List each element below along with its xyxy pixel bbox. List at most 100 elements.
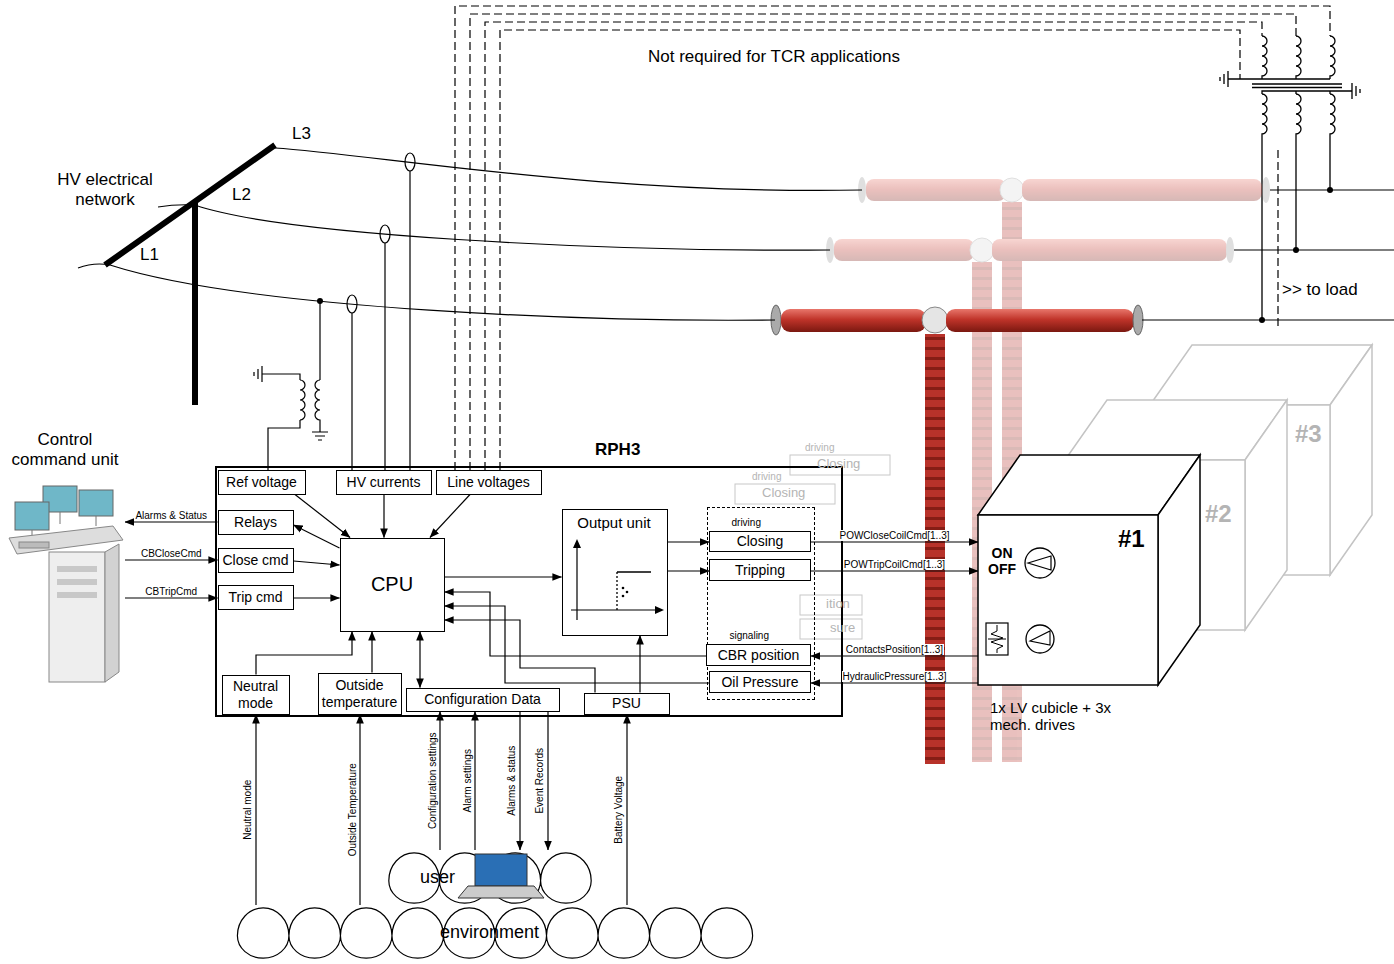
connector bbox=[668, 570, 710, 571]
coil bbox=[1330, 94, 1335, 190]
process-box: Closing bbox=[709, 531, 811, 552]
node-label: Closing bbox=[737, 533, 784, 549]
connector bbox=[639, 636, 640, 693]
vt-coil bbox=[300, 380, 305, 420]
ghost-box bbox=[790, 455, 890, 475]
hv-lines bbox=[78, 145, 1394, 470]
desk bbox=[9, 526, 123, 554]
annotation: driving bbox=[752, 471, 781, 483]
process-box: Close cmd bbox=[218, 548, 294, 573]
current-transformer bbox=[380, 225, 390, 243]
coil bbox=[1330, 36, 1335, 79]
cabinet bbox=[49, 552, 105, 682]
dot bbox=[317, 298, 323, 304]
annotation: >> to load bbox=[1282, 280, 1358, 300]
node-label: Tripping bbox=[735, 562, 785, 578]
node-label: #1 bbox=[1118, 525, 1145, 553]
process-box: Neutral mode bbox=[222, 675, 290, 715]
node-label: user bbox=[420, 867, 455, 888]
connector bbox=[445, 576, 562, 577]
core bbox=[1252, 84, 1342, 88]
chart-axis bbox=[571, 546, 657, 620]
coil-icon bbox=[986, 623, 1008, 655]
process-box: Oil Pressure bbox=[709, 671, 811, 693]
node-label: RPH3 bbox=[595, 440, 640, 460]
t-head bbox=[970, 238, 994, 262]
connector bbox=[294, 561, 340, 565]
dot bbox=[1293, 247, 1299, 253]
ground-symbol bbox=[1220, 71, 1228, 87]
process-box: PSU bbox=[584, 693, 670, 715]
dot bbox=[1327, 187, 1333, 193]
connector bbox=[811, 655, 978, 656]
cube-front bbox=[1065, 460, 1245, 630]
current-transformer bbox=[347, 295, 357, 313]
monitor bbox=[79, 490, 113, 516]
vt-lead bbox=[262, 374, 300, 470]
interrupter bbox=[1022, 179, 1262, 201]
cube-side bbox=[1158, 455, 1200, 685]
node-label: Control command unit bbox=[5, 430, 125, 469]
node-shape bbox=[380, 850, 600, 906]
connector bbox=[430, 495, 470, 538]
process-box: CBR position bbox=[706, 644, 811, 666]
signal-name: Configuration settings bbox=[426, 731, 438, 830]
annotation: ition bbox=[826, 597, 850, 612]
connector bbox=[125, 559, 218, 560]
lv-cubicle: ON OFF#11x LV cubicle + 3x mech. drives bbox=[978, 455, 1200, 685]
connector bbox=[359, 715, 360, 906]
signal-name: Outside Temperature bbox=[346, 762, 358, 857]
chart-dot bbox=[621, 594, 624, 597]
flange bbox=[1262, 177, 1270, 203]
node-label: CPU bbox=[371, 573, 413, 596]
wire-l1 bbox=[78, 264, 775, 320]
coil bbox=[1296, 94, 1301, 250]
interrupter bbox=[992, 239, 1227, 261]
cube-front bbox=[978, 515, 1158, 685]
vt-lead bbox=[319, 301, 320, 380]
node-label: Outside temperature bbox=[321, 677, 399, 709]
drive-slot bbox=[57, 592, 97, 598]
pole-column bbox=[925, 334, 945, 764]
signal-name: CBCloseCmd bbox=[140, 548, 203, 560]
signal-name: Alarms & Status bbox=[134, 510, 208, 522]
annotation: Closing bbox=[817, 457, 860, 472]
signal-name: POWCloseCoilCmd[1..3] bbox=[838, 530, 950, 542]
signal-name: HydraulicPressure[1..3] bbox=[842, 671, 948, 683]
pressure-gauge bbox=[1026, 625, 1054, 653]
node-label: #2 bbox=[1205, 500, 1232, 528]
interrupter bbox=[946, 309, 1134, 332]
current-transformer bbox=[405, 153, 415, 171]
switch-dial bbox=[1025, 548, 1055, 578]
dial-needle bbox=[1028, 556, 1051, 570]
cloud-shape bbox=[389, 853, 591, 903]
connector bbox=[371, 632, 372, 673]
dashed-vt-lines bbox=[455, 6, 1330, 470]
connector bbox=[295, 495, 350, 538]
connector bbox=[419, 632, 420, 688]
connector bbox=[474, 712, 475, 851]
junction-dots bbox=[317, 187, 1333, 323]
device-box: RPH3Ref voltageHV currentsLine voltagesR… bbox=[215, 466, 843, 717]
node-label: 1x LV cubicle + 3x mech. drives bbox=[990, 699, 1130, 734]
annotation: sure bbox=[830, 621, 855, 636]
signal-name: CBTripCmd bbox=[144, 586, 198, 598]
signal-name: Battery Voltage bbox=[613, 775, 625, 845]
process-box: Tripping bbox=[709, 559, 811, 581]
drive-slot bbox=[57, 566, 97, 572]
t-head bbox=[922, 307, 948, 333]
chart-dot bbox=[621, 586, 624, 589]
node-label: signaling bbox=[730, 630, 769, 642]
connector bbox=[439, 712, 440, 851]
drive-slot bbox=[57, 579, 97, 585]
annotation: L1 bbox=[140, 245, 159, 265]
io-group: drivingsignalingClosingTrippingCBR posit… bbox=[707, 507, 815, 700]
signal-name: Neutral mode bbox=[243, 779, 255, 841]
node-label: #3 bbox=[1295, 420, 1322, 448]
annotation: Not required for TCR applications bbox=[648, 47, 900, 67]
connector bbox=[125, 597, 218, 598]
flange bbox=[1133, 305, 1143, 335]
annotation: Closing bbox=[762, 486, 805, 501]
chart-dot bbox=[625, 590, 628, 593]
